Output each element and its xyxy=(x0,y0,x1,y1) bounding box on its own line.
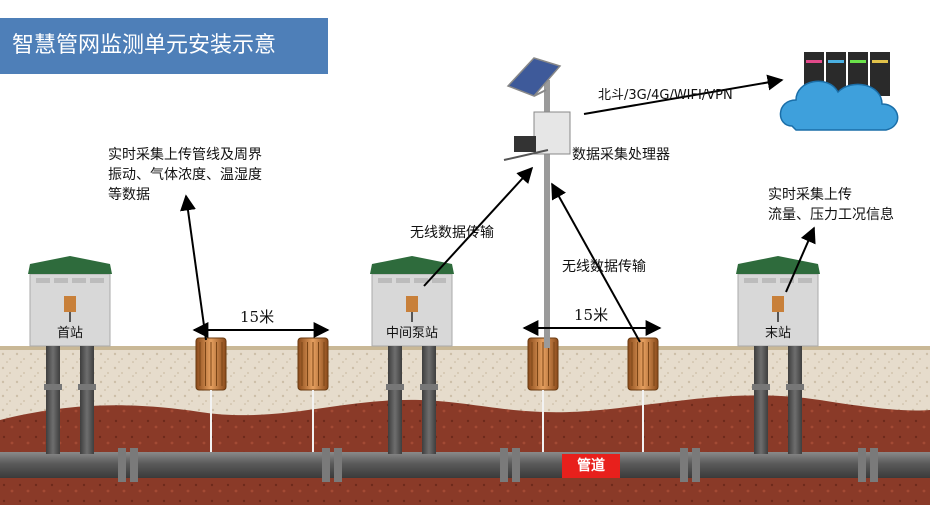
riser-pipe xyxy=(46,346,60,454)
processor-label: 数据采集处理器 xyxy=(572,147,670,163)
station-sensor xyxy=(64,296,76,312)
wireless-arrow-right xyxy=(551,182,641,343)
pipe-coupling xyxy=(130,448,138,482)
solar-panel-bracket xyxy=(533,89,547,97)
riser-pipe xyxy=(754,346,768,454)
left-sensor-label-line2: 振动、气体浓度、温湿度 xyxy=(108,167,262,183)
cloud-server-icon xyxy=(779,52,899,131)
pipe-coupling xyxy=(500,448,508,482)
right-sensor-label-line1: 实时采集上传 xyxy=(768,187,852,203)
pipe-coupling xyxy=(692,448,700,482)
buried-sensor xyxy=(195,337,227,452)
right-sensor-label-line2: 流量、压力工况信息 xyxy=(768,207,894,223)
station-vent xyxy=(378,278,392,283)
processor-mount xyxy=(503,149,549,161)
pipe-coupling xyxy=(322,448,330,482)
station-vent xyxy=(744,278,758,283)
station-vent xyxy=(780,278,794,283)
solar-panel xyxy=(506,57,562,97)
buried-sensor xyxy=(627,337,659,452)
pump-station xyxy=(736,256,820,454)
riser-pipe-flange xyxy=(786,384,804,390)
tower-pole xyxy=(544,80,550,348)
station-vent xyxy=(36,278,50,283)
riser-pipe-flange xyxy=(386,384,404,390)
riser-pipe-flange xyxy=(752,384,770,390)
riser-pipe xyxy=(422,346,436,454)
station-sensor xyxy=(406,296,418,312)
buried-sensor xyxy=(297,337,329,452)
pipe-coupling xyxy=(118,448,126,482)
left-sensor-label-line1: 实时采集上传管线及周界 xyxy=(108,147,262,163)
page-title: 智慧管网监测单元安装示意 xyxy=(0,18,328,74)
network-label: 北斗/3G/4G/WIFI/VPN xyxy=(598,88,733,103)
wireless-label-left: 无线数据传输 xyxy=(410,225,494,241)
riser-pipe-flange xyxy=(44,384,62,390)
station-roof xyxy=(370,256,454,274)
riser-pipe-flange xyxy=(78,384,96,390)
station-vent xyxy=(72,278,86,283)
station-vent xyxy=(90,278,104,283)
main-pipe xyxy=(0,452,930,478)
right-station-upload-arrow xyxy=(785,226,816,293)
ground-surface xyxy=(0,346,930,350)
left-sensor-upload-arrow xyxy=(180,194,207,341)
data-collection-tower xyxy=(503,57,571,348)
network-arrow xyxy=(583,74,784,115)
processor-module xyxy=(514,136,536,152)
station-vent xyxy=(54,278,68,283)
station-label-last: 末站 xyxy=(764,326,791,341)
riser-pipe xyxy=(80,346,94,454)
pump-station xyxy=(28,256,112,454)
pipe-couplings xyxy=(118,448,878,482)
station-vent xyxy=(432,278,446,283)
buried-sensor xyxy=(527,337,559,452)
station-label-first: 首站 xyxy=(56,326,83,341)
pipe-coupling xyxy=(334,448,342,482)
distance-label-left: 15米 xyxy=(240,308,275,326)
station-label-middle: 中间泵站 xyxy=(385,326,438,341)
station-roof xyxy=(28,256,112,274)
pipe-label: 管道 xyxy=(562,454,620,478)
pipe-coupling xyxy=(680,448,688,482)
pipe-coupling xyxy=(858,448,866,482)
station-vent xyxy=(798,278,812,283)
station-vent xyxy=(396,278,410,283)
wireless-label-right: 无线数据传输 xyxy=(562,259,646,275)
station-roof xyxy=(736,256,820,274)
riser-pipe-flange xyxy=(420,384,438,390)
left-sensor-label-line3: 等数据 xyxy=(108,187,150,203)
riser-pipe xyxy=(788,346,802,454)
processor-box xyxy=(533,111,571,155)
station-vent xyxy=(414,278,428,283)
wireless-arrow-left xyxy=(423,166,534,287)
pump-station xyxy=(370,256,454,454)
pipe-coupling xyxy=(512,448,520,482)
pipe-coupling xyxy=(870,448,878,482)
distance-label-right: 15米 xyxy=(574,306,609,324)
station-sensor xyxy=(772,296,784,312)
riser-pipe xyxy=(388,346,402,454)
station-vent xyxy=(762,278,776,283)
